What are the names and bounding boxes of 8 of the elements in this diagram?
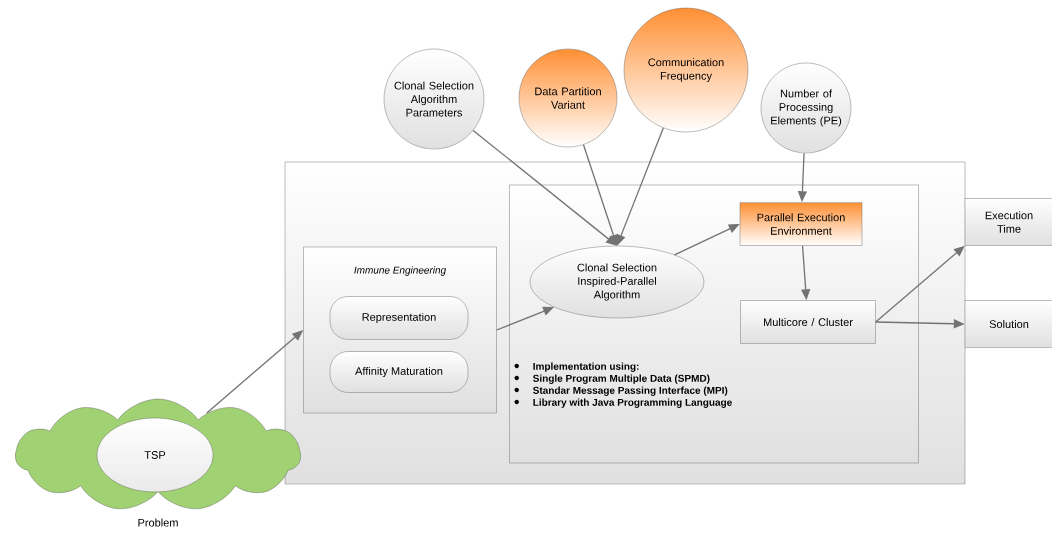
process-box: Multicore / Cluster bbox=[740, 300, 876, 344]
rounded-box: Representation bbox=[329, 296, 469, 340]
arrow bbox=[472, 129, 617, 246]
process-box: Parallel Execution Environment bbox=[739, 202, 863, 246]
node-label: Problem bbox=[138, 518, 178, 527]
output-box: Solution bbox=[964, 300, 1052, 348]
rounded-box: Affinity Maturation bbox=[329, 351, 469, 393]
output-box: Execution Time bbox=[964, 198, 1052, 246]
